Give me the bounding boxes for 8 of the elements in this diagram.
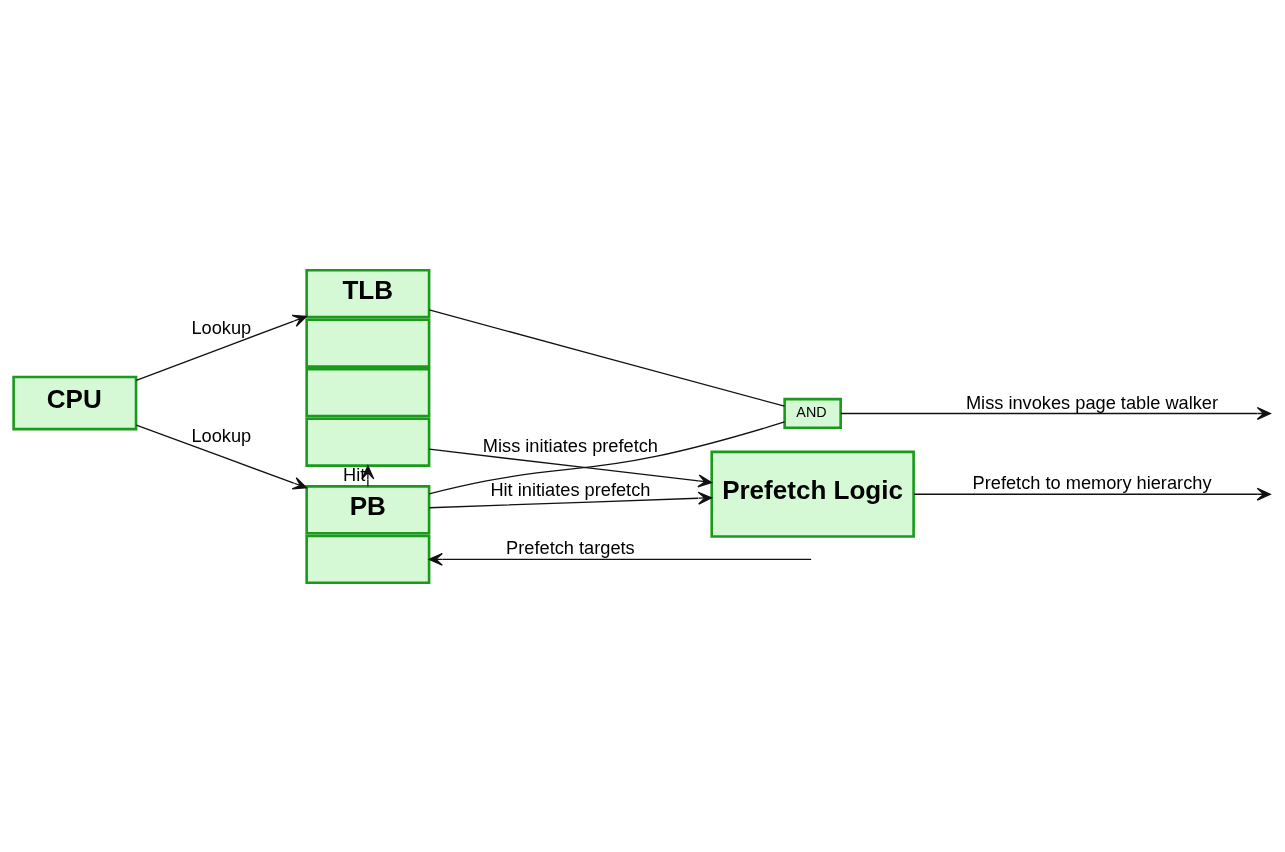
edge-label: Hit xyxy=(343,463,366,485)
edge-label: Prefetch targets xyxy=(506,536,635,558)
edge-label: Prefetch to memory hierarchy xyxy=(972,471,1212,493)
edge-label: Miss invokes page table walker xyxy=(965,391,1219,413)
edge-label: Lookup xyxy=(191,424,252,446)
edge-label: Miss initiates prefetch xyxy=(482,434,658,456)
edge-label: Lookup xyxy=(191,316,252,338)
edge-label: Hit initiates prefetch xyxy=(490,478,651,500)
